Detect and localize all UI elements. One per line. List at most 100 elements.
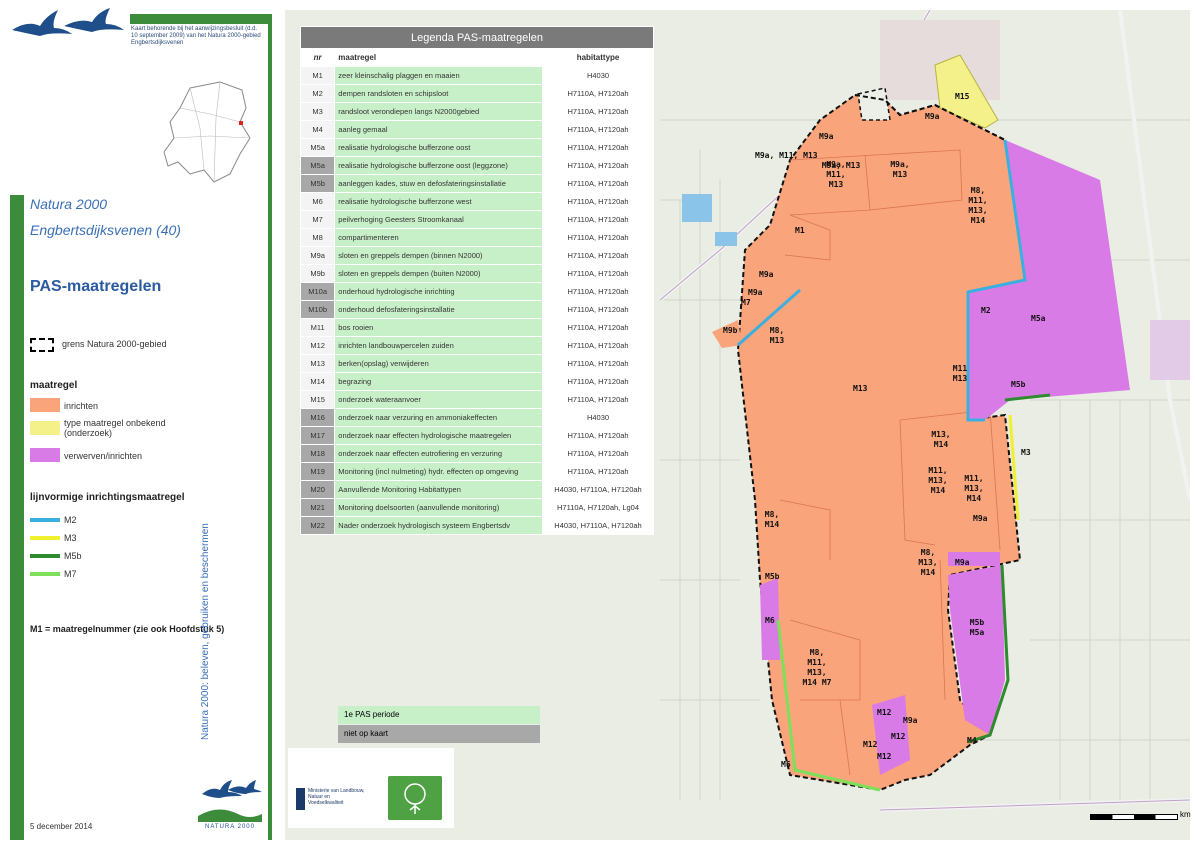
- cell-nr: M10b: [299, 300, 336, 319]
- map-label-m13: M13: [853, 384, 868, 393]
- legend-table: Legenda PAS-maatregelen nr maatregel hab…: [299, 26, 654, 535]
- cell-nr: M19: [299, 462, 336, 481]
- natura-logo-text: NATURA 2000: [205, 824, 255, 830]
- cell-maatregel: bos rooien: [334, 318, 544, 337]
- cell-habitattype: H7110A, H7120ah: [542, 174, 654, 193]
- cell-nr: M1: [299, 66, 336, 85]
- cell-maatregel: aanleg gemaal: [334, 120, 544, 139]
- map-label-m9a-s: M9a: [903, 716, 918, 725]
- key-first-period: 1e PAS periode: [338, 706, 540, 724]
- col-header-nr: nr: [299, 48, 336, 67]
- cell-habitattype: H7110A, H7120ah: [542, 372, 654, 391]
- cell-maatregel: randsloot verondiepen langs N2000gebied: [334, 102, 544, 121]
- map-label-m9a-a: M9a: [819, 132, 834, 141]
- cell-nr: M18: [299, 444, 336, 463]
- map-label-m12a: M12: [877, 708, 892, 717]
- area-verwerven-se: [948, 565, 1005, 735]
- cell-habitattype: H7110A, H7120ah: [542, 156, 654, 175]
- logo-box: Ministerie van Landbouw, Natuur en Voeds…: [288, 748, 454, 828]
- map-label-m8-m13: M8, M13: [769, 326, 785, 345]
- cell-nr: M13: [299, 354, 336, 373]
- scale-bar: [1090, 814, 1178, 820]
- map-label-m9a-e: M9a: [973, 514, 988, 523]
- cell-maatregel: zeer kleinschalig plaggen en maaien: [334, 66, 544, 85]
- map-label-m9a-f: M9a: [955, 558, 970, 567]
- map-label-m12b: M12: [863, 740, 878, 749]
- cell-habitattype: H7110A, H7120ah: [542, 462, 654, 481]
- area-subtitle: Engbertsdijksvenen (40): [30, 222, 181, 238]
- area-onderzoek: [934, 54, 999, 129]
- cell-nr: M5a: [299, 138, 336, 157]
- cell-nr: M5a: [299, 156, 336, 175]
- legend-line-m5b: [30, 554, 60, 558]
- cell-nr: M6: [299, 192, 336, 211]
- cell-habitattype: H7110A, H7120ah, Lg04: [542, 498, 654, 517]
- cell-maatregel: Monitoring (incl nulmeting) hydr. effect…: [334, 462, 544, 481]
- cell-nr: M22: [299, 516, 336, 535]
- map-area[interactable]: M15 M9a M9a M9a, M11, M13 M9a, M13 M9a, …: [285, 10, 1190, 840]
- cell-nr: M17: [299, 426, 336, 445]
- cell-maatregel: realisatie hydrologische bufferzone oost: [334, 138, 544, 157]
- cell-nr: M14: [299, 372, 336, 391]
- legend-label-m3: M3: [64, 533, 77, 543]
- cell-maatregel: berken(opslag) verwijderen: [334, 354, 544, 373]
- cell-habitattype: H4030: [542, 66, 654, 85]
- cell-habitattype: H4030, H7110A, H7120ah: [542, 516, 654, 535]
- map-label-m6-south: M6: [781, 760, 791, 769]
- info-panel: Kaart behorende bij het aanwijzingsbeslu…: [0, 0, 280, 843]
- cell-maatregel: Monitoring doelsoorten (aanvullende moni…: [334, 498, 544, 517]
- map-label-m9a-b: M9a, M11, M13: [755, 151, 818, 160]
- map-label-m5a: M5a: [1031, 314, 1046, 323]
- cell-maatregel: sloten en greppels dempen (binnen N2000): [334, 246, 544, 265]
- cell-habitattype: H4030, H7110A, H7120ah: [542, 480, 654, 499]
- cell-maatregel: compartimenteren: [334, 228, 544, 247]
- cell-habitattype: H7110A, H7120ah: [542, 210, 654, 229]
- legend-swatch-onbekend: [30, 421, 60, 435]
- line-m2-west: [737, 288, 801, 347]
- cell-habitattype: H7110A, H7120ah: [542, 300, 654, 319]
- map-note: Kaart behorende bij het aanwijzingsbeslu…: [131, 26, 261, 46]
- cell-maatregel: inrichten landbouwpercelen zuiden: [334, 336, 544, 355]
- map-label-m9a-w: M9a: [759, 270, 774, 279]
- legend-line-m3: [30, 536, 60, 540]
- cell-nr: M9b: [299, 264, 336, 283]
- cell-habitattype: H7110A, H7120ah: [542, 354, 654, 373]
- map-label-m9a-top: M9a: [925, 112, 940, 121]
- green-bar-top: [130, 14, 272, 24]
- map-label-m2: M2: [981, 306, 991, 315]
- boundary-label: grens Natura 2000-gebied: [62, 339, 167, 349]
- map-label-m12d: M12: [877, 752, 892, 761]
- cell-maatregel: peilverhoging Geesters Stroomkanaal: [334, 210, 544, 229]
- cell-habitattype: H7110A, H7120ah: [542, 120, 654, 139]
- cell-habitattype: H7110A, H7120ah: [542, 444, 654, 463]
- cell-maatregel: Aanvullende Monitoring Habitattypen: [334, 480, 544, 499]
- line-m5b-se: [967, 564, 1010, 744]
- cell-nr: M21: [299, 498, 336, 517]
- map-label-m1: M1: [795, 226, 805, 235]
- map-label-m8-ne: M8, M11, M13, M14: [968, 186, 988, 225]
- cell-habitattype: H4030: [542, 408, 654, 427]
- cell-maatregel: onderhoud hydrologische inrichting: [334, 282, 544, 301]
- cell-maatregel: realisatie hydrologische bufferzone oost…: [334, 156, 544, 175]
- map-label-m9a-m13: M9a, M13: [890, 160, 910, 179]
- map-label-m7: M7: [741, 298, 751, 307]
- cell-maatregel: onderzoek wateraanvoer: [334, 390, 544, 409]
- legend-swatch-verwerven: [30, 448, 60, 462]
